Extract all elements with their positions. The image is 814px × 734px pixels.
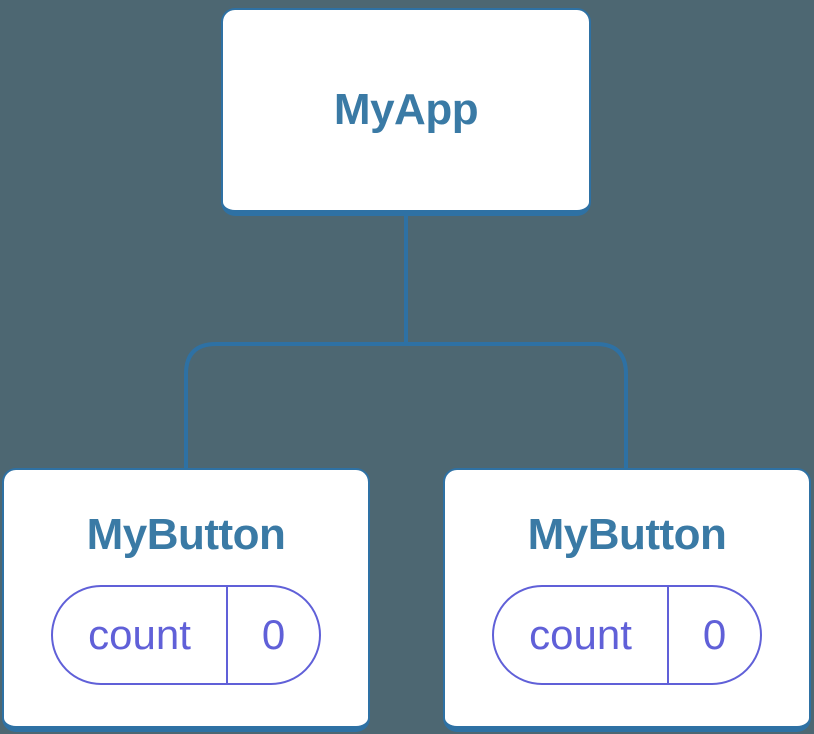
node-mybutton-left: MyButton count 0 [2,468,370,732]
state-value-right: 0 [702,610,727,658]
state-key-right: count [494,586,669,683]
node-myapp: MyApp [221,8,591,216]
connector-branch [184,342,628,472]
state-value-left: 0 [261,610,286,658]
node-mybutton-right: MyButton count 0 [443,468,811,732]
state-pill-right: count 0 [492,584,762,685]
node-mybutton-right-label: MyButton [527,510,727,559]
node-mybutton-left-label: MyButton [86,510,286,559]
state-key-left: count [53,586,228,683]
state-pill-left: count 0 [51,584,321,685]
node-myapp-label: MyApp [333,84,479,134]
